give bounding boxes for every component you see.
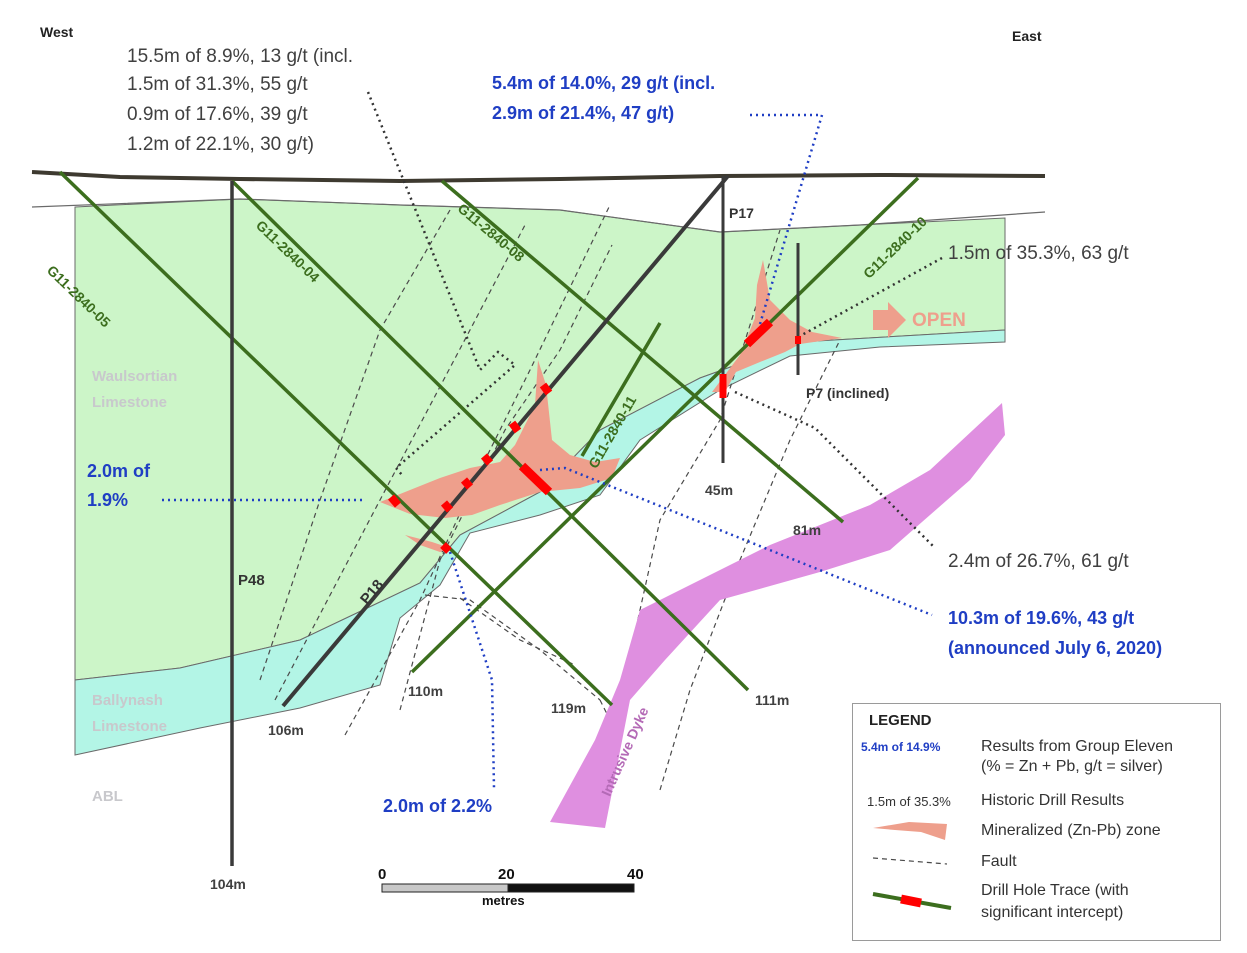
intercept bbox=[480, 453, 494, 466]
mineralized-zone bbox=[405, 535, 450, 552]
legend: LEGEND 5.4m of 14.9% Results from Group … bbox=[852, 703, 1221, 941]
historic-result-text: 2.4m of 26.7%, 61 g/t bbox=[948, 551, 1129, 572]
fault-line bbox=[259, 209, 451, 681]
scale-tick-label: 40 bbox=[627, 866, 644, 883]
intercept bbox=[743, 318, 774, 348]
group-eleven-result-text: 2.0m of 2.2% bbox=[383, 796, 493, 816]
east-label: East bbox=[1012, 28, 1042, 44]
drill-hole-label: P7 (inclined) bbox=[806, 385, 890, 401]
historic-result-text: 1.2m of 22.1%, 30 g/t) bbox=[127, 134, 314, 155]
legend-sample-historic: 1.5m of 35.3% bbox=[867, 794, 951, 809]
west-label: West bbox=[40, 24, 74, 40]
drill-hole-p18 bbox=[281, 174, 730, 708]
depth-label: 106m bbox=[268, 722, 304, 738]
legend-mineralized-swatch bbox=[873, 822, 947, 840]
historic-zone-outline bbox=[366, 91, 517, 476]
open-arrow bbox=[873, 302, 906, 338]
group-eleven-result-text: 1.9% bbox=[87, 490, 129, 510]
intercept bbox=[539, 382, 553, 396]
unit-label: Ballynash bbox=[92, 692, 163, 709]
callout-leaders bbox=[162, 113, 943, 789]
legend-text: Historic Drill Results bbox=[981, 792, 1125, 809]
group-eleven-result-text: 2.9m of 21.4%, 47 g/t) bbox=[492, 103, 675, 123]
depth-label: 111m bbox=[755, 692, 790, 708]
historic-result-text: 0.9m of 17.6%, 39 g/t bbox=[127, 104, 308, 125]
unit-label: Limestone bbox=[92, 718, 168, 735]
fault-line bbox=[424, 594, 601, 701]
intercept bbox=[440, 542, 452, 554]
intercept bbox=[440, 500, 454, 513]
legend-text: (% = Zn + Pb, g/t = silver) bbox=[981, 758, 1163, 775]
ballynash-limestone-unit bbox=[74, 329, 1006, 756]
scale-unit-label: metres bbox=[482, 893, 525, 908]
intercept bbox=[387, 494, 402, 508]
drill-hole-label: P17 bbox=[729, 205, 754, 221]
drill-hole-g11-2840-04 bbox=[230, 179, 750, 692]
depth-label: 45m bbox=[705, 482, 734, 498]
depth-label: 119m bbox=[551, 700, 587, 716]
historic-result-text: 1.5m of 31.3%, 55 g/t bbox=[127, 74, 308, 95]
intercept bbox=[460, 477, 474, 490]
legend-text: significant intercept) bbox=[981, 904, 1124, 921]
ground-surface bbox=[31, 170, 1046, 184]
mineralized-zone bbox=[712, 260, 842, 392]
intercept bbox=[518, 462, 553, 496]
scale-tick-label: 0 bbox=[378, 866, 387, 883]
depth-label: 110m bbox=[408, 683, 444, 699]
legend-text: Fault bbox=[981, 853, 1017, 870]
significant-intercepts bbox=[387, 318, 801, 554]
leader-line bbox=[750, 113, 824, 325]
scale-segment-0-20 bbox=[381, 883, 509, 893]
unit-label: ABL bbox=[92, 788, 123, 805]
unit-label: Waulsortian bbox=[92, 368, 178, 385]
unit-label: Limestone bbox=[92, 394, 168, 411]
group-eleven-holes bbox=[58, 170, 920, 707]
legend-text: Mineralized (Zn-Pb) zone bbox=[981, 822, 1161, 839]
legend-text: Drill Hole Trace (with bbox=[981, 882, 1129, 899]
scale-tick-label: 20 bbox=[498, 866, 515, 883]
legend-drill-trace-swatch bbox=[872, 892, 952, 910]
scale-segment-20-40 bbox=[507, 883, 635, 893]
intercept bbox=[508, 420, 522, 434]
bedrock-surface bbox=[31, 198, 1046, 233]
scale-bar bbox=[381, 883, 635, 893]
legend-title: LEGEND bbox=[869, 712, 932, 729]
drill-hole-g11-2840-05 bbox=[58, 170, 614, 707]
drill-hole-g11-2840-11 bbox=[580, 322, 662, 457]
drill-hole-g11-2840-10 bbox=[410, 176, 920, 674]
legend-text: Results from Group Eleven bbox=[981, 738, 1174, 755]
group-eleven-result-text: 10.3m of 19.6%, 43 g/t bbox=[948, 608, 1135, 628]
fault-line bbox=[629, 229, 781, 656]
mineralized-zone bbox=[380, 360, 620, 518]
legend-fault-swatch bbox=[872, 857, 948, 865]
historic-result-text: 15.5m of 8.9%, 13 g/t (incl. bbox=[127, 46, 354, 67]
fault-line bbox=[459, 597, 576, 666]
group-eleven-result-text: 5.4m of 14.0%, 29 g/t (incl. bbox=[492, 73, 716, 93]
open-label: OPEN bbox=[912, 310, 966, 331]
group-eleven-result-text: (announced July 6, 2020) bbox=[948, 638, 1163, 658]
fault-line bbox=[274, 224, 526, 701]
leader-line bbox=[448, 551, 496, 789]
legend-sample-group-eleven: 5.4m of 14.9% bbox=[861, 740, 941, 754]
historic-holes bbox=[230, 174, 800, 866]
historic-result-text: 1.5m of 35.3%, 63 g/t bbox=[948, 243, 1129, 264]
drill-hole-label: P48 bbox=[238, 572, 265, 589]
intrusive-dyke bbox=[550, 403, 1005, 828]
depth-label: 81m bbox=[793, 522, 822, 538]
group-eleven-result-text: 2.0m of bbox=[87, 461, 151, 481]
leader-line bbox=[539, 466, 933, 617]
depth-label: 104m bbox=[210, 876, 246, 892]
fault-line bbox=[399, 244, 613, 711]
